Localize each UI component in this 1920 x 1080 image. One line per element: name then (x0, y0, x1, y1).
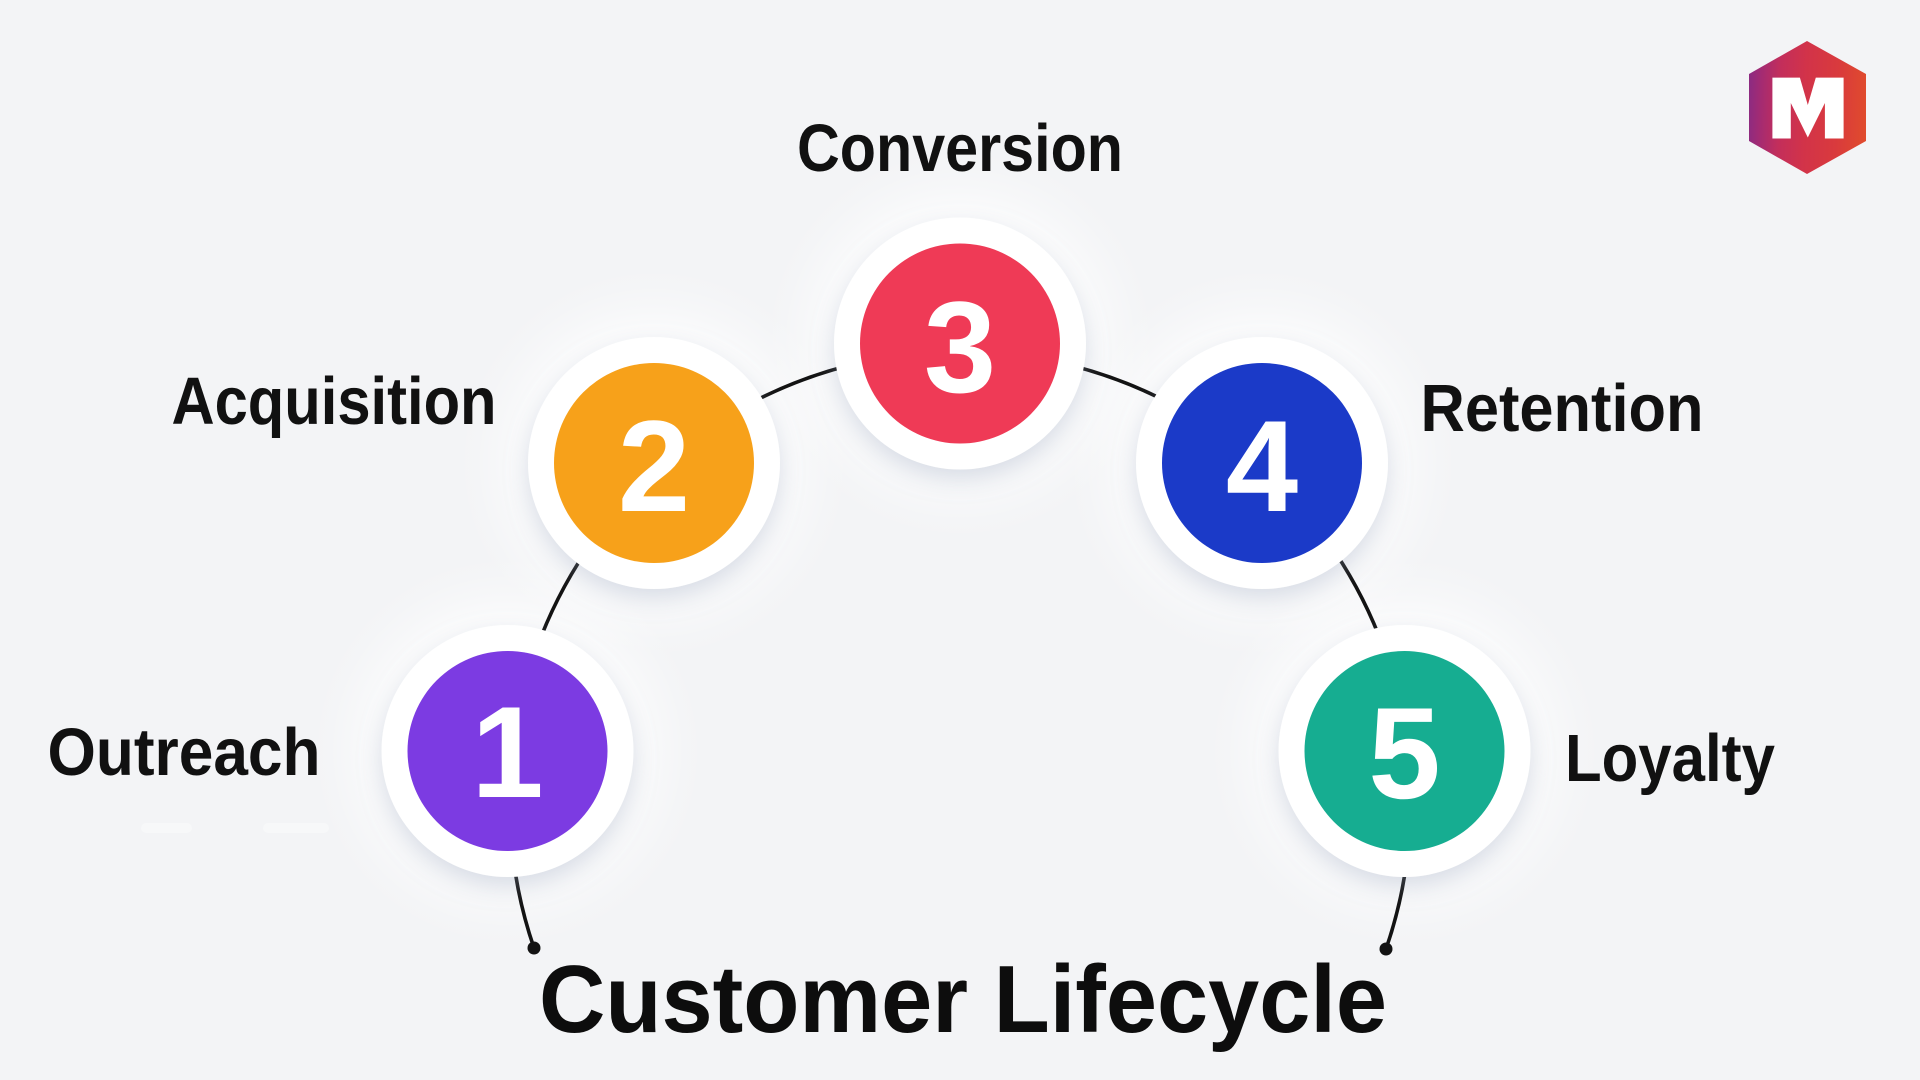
svg-text:Conversion: Conversion (797, 111, 1123, 186)
svg-text:Loyalty: Loyalty (1565, 721, 1775, 796)
svg-text:5: 5 (1368, 680, 1440, 826)
svg-text:Retention: Retention (1421, 371, 1704, 446)
svg-text:3: 3 (924, 274, 996, 420)
svg-text:Outreach: Outreach (48, 715, 321, 790)
svg-text:Acquisition: Acquisition (172, 364, 497, 439)
svg-text:4: 4 (1226, 393, 1298, 539)
svg-text:Customer Lifecycle: Customer Lifecycle (539, 946, 1387, 1053)
svg-text:1: 1 (471, 679, 543, 825)
svg-text:2: 2 (618, 393, 690, 539)
